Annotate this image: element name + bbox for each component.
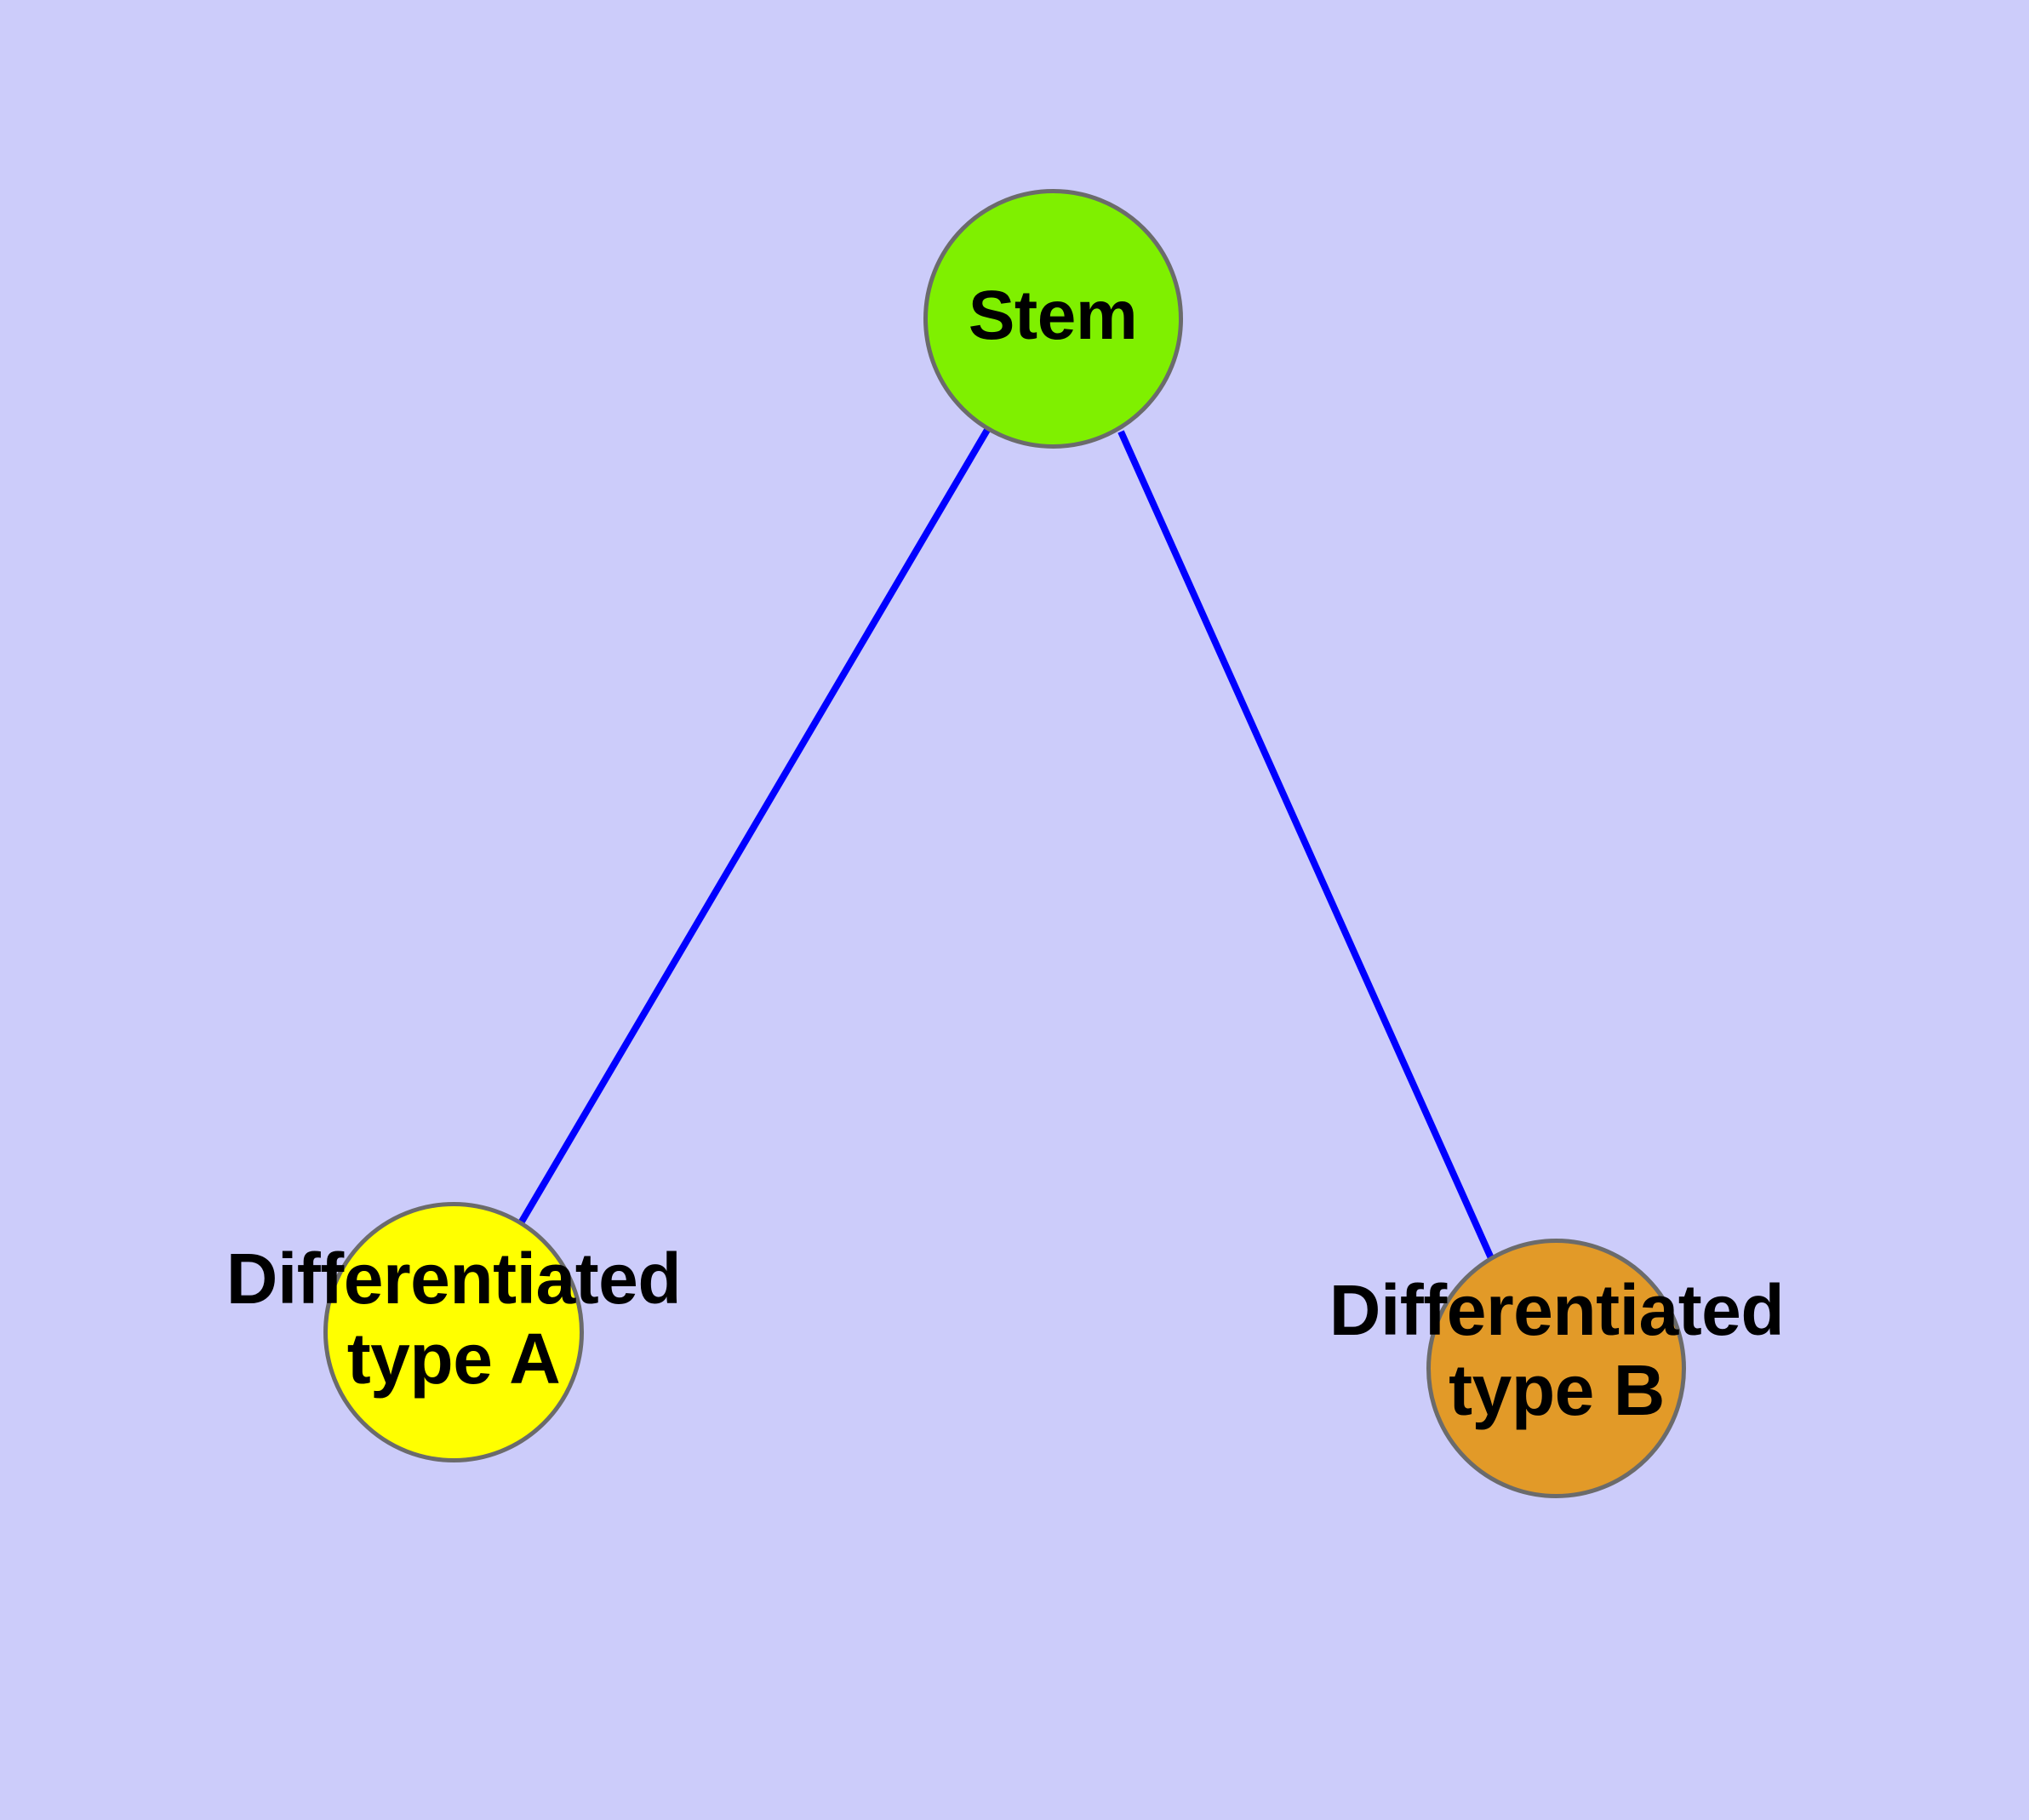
node-label-differentiated-type-a: Differentiated type A (226, 1239, 682, 1399)
node-differentiated-type-a[interactable] (323, 1202, 584, 1462)
node-label-stem: Stem (968, 277, 1138, 354)
node-stem[interactable] (923, 189, 1183, 449)
node-differentiated-type-b[interactable] (1426, 1239, 1686, 1498)
edge-stem-to-diff-a (518, 427, 991, 1224)
node-label-differentiated-type-b: Differentiated type B (1329, 1270, 1785, 1431)
edge-stem-to-diff-b (1117, 430, 1495, 1260)
